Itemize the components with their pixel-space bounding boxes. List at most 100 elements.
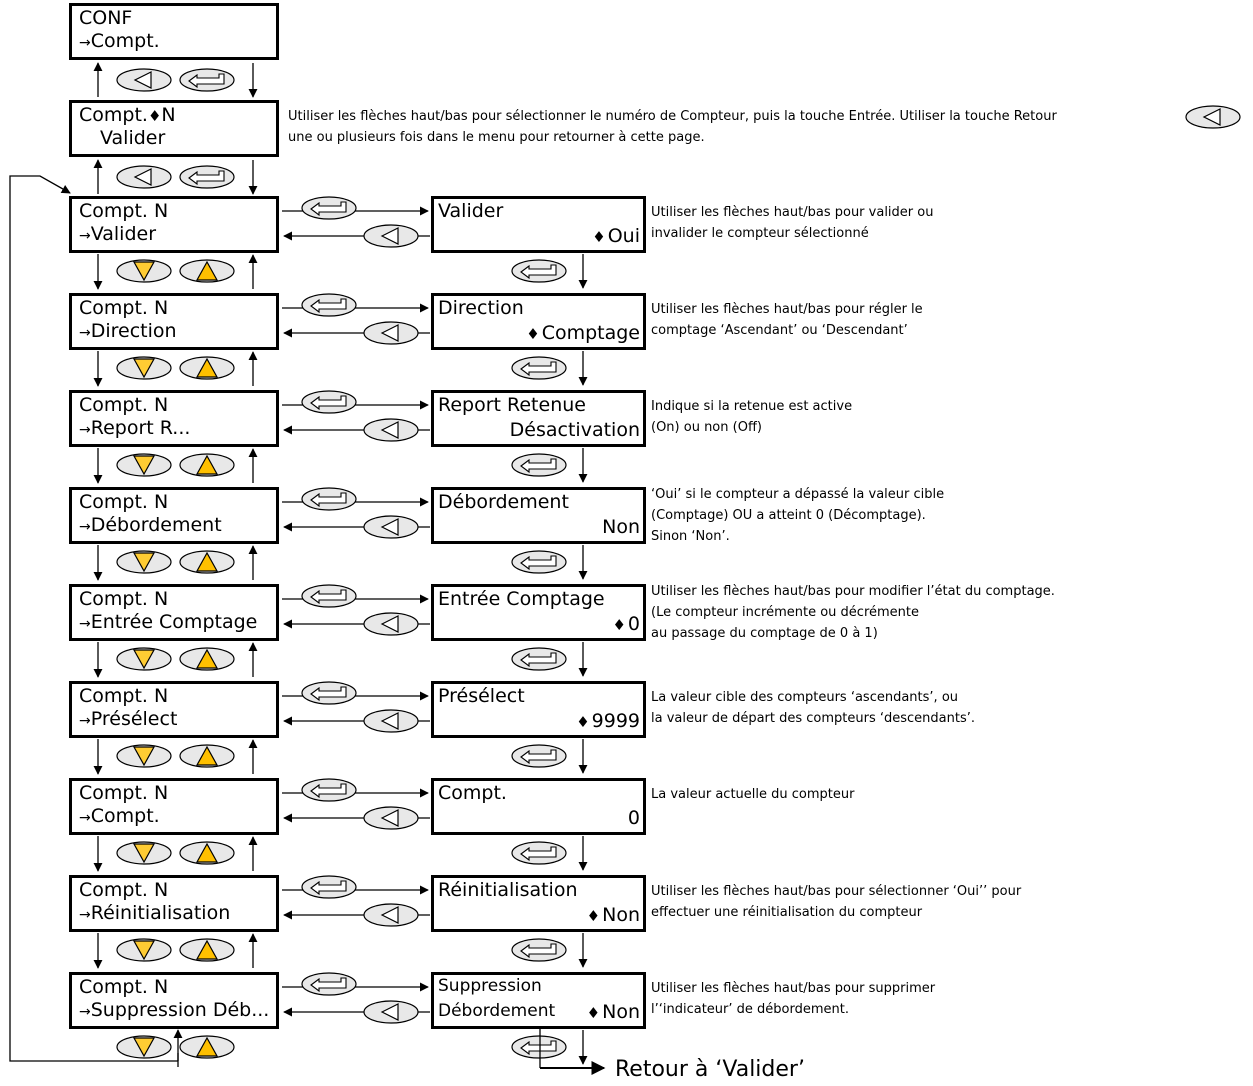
enter-key-icon[interactable]	[301, 293, 357, 317]
up-key-icon[interactable]	[179, 647, 235, 671]
up-key-icon[interactable]	[179, 1035, 235, 1059]
menu-item-display[interactable]: Compt. N →Entrée Comptage	[69, 584, 279, 641]
parameter-note: Utiliser les flèches haut/bas pour modif…	[651, 581, 1055, 644]
enter-key-icon[interactable]	[301, 681, 357, 705]
down-key-icon[interactable]	[116, 938, 172, 962]
enter-key-icon[interactable]	[511, 1035, 567, 1059]
enter-key-icon[interactable]	[179, 165, 235, 189]
enter-key-icon[interactable]	[301, 196, 357, 220]
parameter-display[interactable]: Entrée Comptage ♦0	[431, 584, 646, 641]
back-key-icon[interactable]	[1185, 105, 1241, 129]
enter-key-icon[interactable]	[301, 584, 357, 608]
parameter-value: ♦Comptage	[526, 322, 640, 344]
up-key-icon[interactable]	[179, 841, 235, 865]
parameter-value: ♦Non	[586, 1001, 640, 1023]
updown-arrows-icon: ♦	[526, 325, 540, 343]
menu-item-title: Compt. N	[79, 976, 169, 998]
enter-key-icon[interactable]	[301, 778, 357, 802]
pointer-arrow-icon: →	[79, 713, 91, 729]
menu-item-display[interactable]: Compt. N →Valider	[69, 196, 279, 253]
up-key-icon[interactable]	[179, 453, 235, 477]
note-line: invalider le compteur sélectionné	[651, 226, 869, 241]
menu-item-label: →Direction	[79, 320, 177, 342]
pointer-arrow-icon: →	[79, 228, 91, 244]
parameter-display[interactable]: Report Retenue Désactivation	[431, 390, 646, 447]
enter-key-icon[interactable]	[511, 744, 567, 768]
back-key-icon[interactable]	[116, 165, 172, 189]
enter-key-icon[interactable]	[511, 453, 567, 477]
down-key-icon[interactable]	[116, 259, 172, 283]
enter-key-icon[interactable]	[301, 487, 357, 511]
back-key-icon[interactable]	[363, 903, 419, 927]
down-key-icon[interactable]	[116, 744, 172, 768]
menu-item-display[interactable]: Compt. N →Débordement	[69, 487, 279, 544]
down-key-icon[interactable]	[116, 453, 172, 477]
back-key-icon[interactable]	[116, 68, 172, 92]
parameter-display[interactable]: Valider ♦Oui	[431, 196, 646, 253]
parameter-display[interactable]: Compt. 0	[431, 778, 646, 835]
enter-key-icon[interactable]	[511, 356, 567, 380]
menu-item-title: Compt. N	[79, 879, 169, 901]
enter-key-icon[interactable]	[511, 938, 567, 962]
enter-key-icon[interactable]	[511, 647, 567, 671]
enter-key-icon[interactable]	[301, 875, 357, 899]
pointer-arrow-icon: →	[79, 519, 91, 535]
parameter-note: La valeur actuelle du compteur	[651, 784, 854, 805]
menu-item-display[interactable]: Compt. N →Réinitialisation	[69, 875, 279, 932]
menu-item-display[interactable]: Compt. N →Report R...	[69, 390, 279, 447]
parameter-display[interactable]: Suppression Débordement ♦Non	[431, 972, 646, 1029]
updown-arrows-icon: ♦	[147, 107, 162, 125]
back-key-icon[interactable]	[363, 806, 419, 830]
note-line: Indique si la retenue est active	[651, 399, 853, 414]
up-key-icon[interactable]	[179, 356, 235, 380]
back-key-icon[interactable]	[363, 321, 419, 345]
enter-key-icon[interactable]	[511, 259, 567, 283]
parameter-display[interactable]: Direction ♦Comptage	[431, 293, 646, 350]
parameter-note: Utiliser les flèches haut/bas pour valid…	[651, 202, 933, 244]
parameter-display[interactable]: Présélect ♦9999	[431, 681, 646, 738]
menu-item-title: Compt. N	[79, 782, 169, 804]
parameter-value: Désactivation	[509, 419, 640, 441]
up-key-icon[interactable]	[179, 550, 235, 574]
menu-item-label: →Réinitialisation	[79, 902, 231, 924]
down-key-icon[interactable]	[116, 550, 172, 574]
back-key-icon[interactable]	[363, 1000, 419, 1024]
enter-key-icon[interactable]	[301, 390, 357, 414]
back-key-icon[interactable]	[363, 418, 419, 442]
parameter-value: ♦0	[612, 613, 640, 635]
parameter-note: Utiliser les flèches haut/bas pour sélec…	[651, 881, 1021, 923]
pointer-arrow-icon: →	[79, 616, 91, 632]
menu-item-label: →Compt.	[79, 805, 160, 827]
updown-arrows-icon: ♦	[586, 907, 601, 925]
enter-key-icon[interactable]	[511, 550, 567, 574]
up-key-icon[interactable]	[179, 938, 235, 962]
parameter-value: ♦Non	[586, 904, 640, 926]
menu-item-label: →Valider	[79, 223, 157, 245]
up-key-icon[interactable]	[179, 744, 235, 768]
back-key-icon[interactable]	[363, 224, 419, 248]
down-key-icon[interactable]	[116, 1035, 172, 1059]
parameter-title: Débordement	[438, 491, 569, 513]
back-key-icon[interactable]	[363, 515, 419, 539]
loop-back-line	[9, 175, 178, 1062]
menu-item-display[interactable]: Compt. N →Présélect	[69, 681, 279, 738]
down-key-icon[interactable]	[116, 841, 172, 865]
down-key-icon[interactable]	[116, 356, 172, 380]
parameter-title-line2: Débordement	[438, 1001, 556, 1021]
up-key-icon[interactable]	[179, 259, 235, 283]
back-key-icon[interactable]	[363, 612, 419, 636]
note-line: Utiliser les flèches haut/bas pour sélec…	[651, 884, 1022, 899]
back-key-icon[interactable]	[363, 709, 419, 733]
parameter-display[interactable]: Débordement Non	[431, 487, 646, 544]
enter-key-icon[interactable]	[511, 841, 567, 865]
parameter-display[interactable]: Réinitialisation ♦Non	[431, 875, 646, 932]
menu-item-display[interactable]: Compt. N →Suppression Déb...	[69, 972, 279, 1029]
enter-key-icon[interactable]	[179, 68, 235, 92]
down-key-icon[interactable]	[116, 647, 172, 671]
pointer-arrow-icon: →	[79, 325, 91, 341]
enter-key-icon[interactable]	[301, 972, 357, 996]
menu-item-display[interactable]: Compt. N →Compt.	[69, 778, 279, 835]
parameter-title: Entrée Comptage	[438, 588, 605, 610]
menu-item-display[interactable]: Compt. N →Direction	[69, 293, 279, 350]
